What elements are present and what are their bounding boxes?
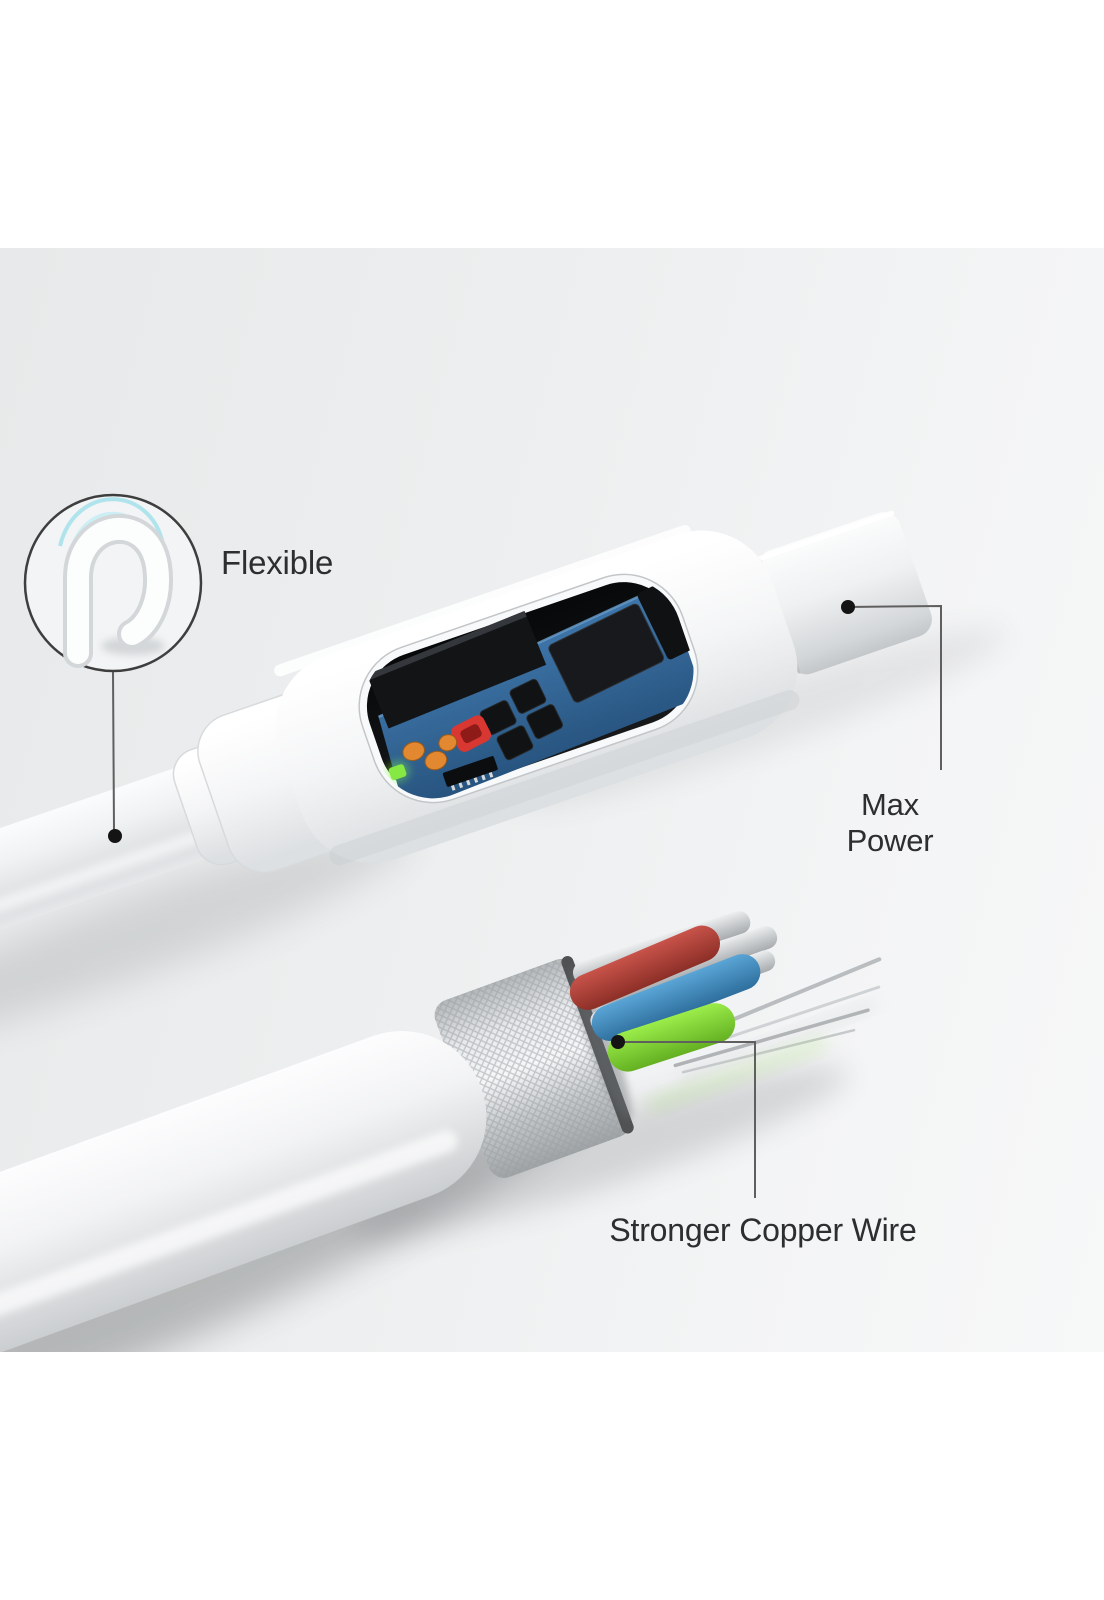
pcb-chip-a bbox=[548, 603, 665, 703]
pcb-red-component bbox=[451, 715, 492, 752]
callout-dots bbox=[108, 600, 855, 1049]
red-wire bbox=[569, 925, 721, 1010]
pcb-ic-with-pins bbox=[442, 756, 498, 791]
wire-reflections bbox=[647, 1000, 877, 1111]
flex-arc-outer bbox=[58, 497, 165, 547]
stronger-copper-label: Stronger Copper Wire bbox=[609, 1212, 917, 1248]
pcb-shield-can bbox=[366, 611, 547, 729]
cable-jacket-lower bbox=[0, 1030, 487, 1352]
connector-assembly bbox=[0, 510, 932, 1053]
cable-render bbox=[0, 493, 1007, 1352]
pcb-orange-capacitors bbox=[402, 734, 458, 771]
max-power-dot bbox=[841, 600, 855, 614]
pcb-green-led bbox=[384, 760, 411, 783]
blue-wire bbox=[591, 954, 761, 1041]
stripped-cable-assembly bbox=[0, 911, 882, 1352]
cable-jacket-upper bbox=[0, 759, 230, 1053]
max-power-line2: Power bbox=[846, 822, 934, 858]
flexible-detail-circle bbox=[23, 493, 203, 673]
flexible-label: Flexible bbox=[221, 544, 334, 581]
max-power-leader-line bbox=[847, 604, 942, 770]
copper-leader-line bbox=[618, 1041, 756, 1198]
copper-dot bbox=[611, 1035, 625, 1049]
callout-lines bbox=[112, 604, 942, 1198]
bent-cable-icon bbox=[63, 513, 173, 668]
pcb-small-chips bbox=[479, 678, 563, 761]
cutaway-opening bbox=[358, 569, 710, 814]
flexible-leader-line bbox=[112, 671, 115, 831]
flexible-dot bbox=[108, 829, 122, 843]
green-wire bbox=[607, 1003, 736, 1072]
max-power-line1: Max bbox=[861, 787, 919, 822]
